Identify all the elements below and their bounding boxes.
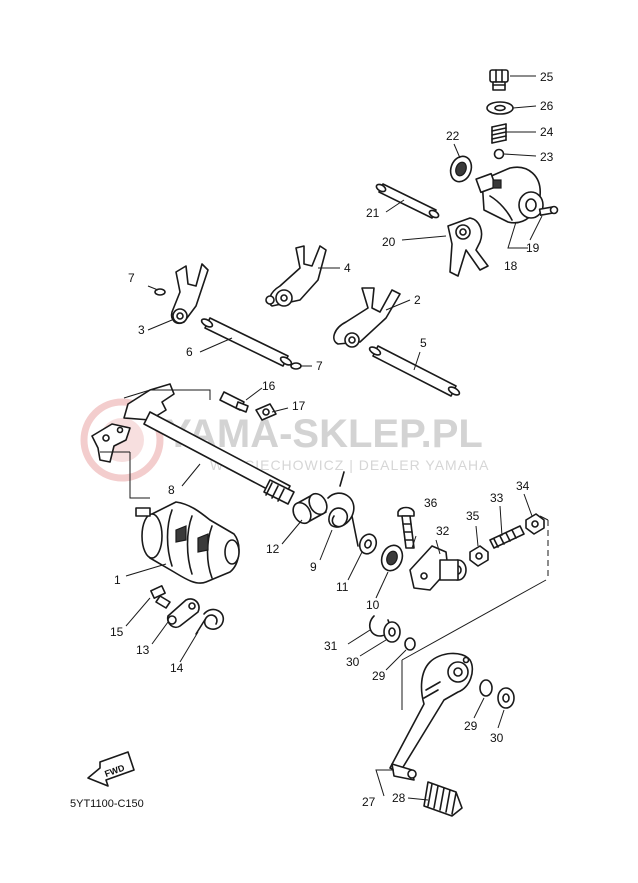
- callout-32: 32: [436, 524, 450, 538]
- callout-34: 34: [516, 479, 530, 493]
- part-8-shift-shaft[interactable]: [91, 383, 295, 505]
- callout-23: 23: [540, 150, 554, 164]
- callout-18: 18: [504, 259, 518, 273]
- callout-5: 5: [420, 336, 427, 350]
- callout-labels: 25 26 24 23 22 21 20 19 18 4 2 7 3 6 7 5…: [110, 70, 554, 809]
- part-7-circlip-right[interactable]: [290, 362, 302, 370]
- part-32-shift-rod-joint[interactable]: [409, 545, 467, 591]
- part-3-shift-fork[interactable]: [170, 263, 209, 325]
- part-17-lock-washer[interactable]: [255, 403, 277, 421]
- part-13-stopper-lever[interactable]: [166, 598, 200, 629]
- callout-7-left: 7: [128, 271, 135, 285]
- callout-33: 33: [490, 491, 504, 505]
- part-34-nut[interactable]: [525, 513, 545, 535]
- callout-29-lower: 29: [464, 719, 478, 733]
- callout-17: 17: [292, 399, 306, 413]
- part-29-o-ring-lower[interactable]: [479, 679, 493, 697]
- callout-12: 12: [266, 542, 280, 556]
- callout-6: 6: [186, 345, 193, 359]
- callout-16: 16: [262, 379, 276, 393]
- callout-14: 14: [170, 661, 184, 675]
- part-27-shift-pedal[interactable]: [389, 652, 474, 781]
- part-14-torsion-spring[interactable]: [195, 608, 225, 635]
- callout-19: 19: [526, 241, 540, 255]
- part-35-nut[interactable]: [469, 545, 489, 567]
- callout-4: 4: [344, 261, 351, 275]
- part-15-screw[interactable]: [150, 585, 171, 609]
- watermark-logo-ring: [80, 398, 164, 482]
- callout-21: 21: [366, 206, 380, 220]
- callout-9: 9: [310, 560, 317, 574]
- part-30-washer-upper[interactable]: [383, 621, 401, 643]
- watermark-subtitle: WOJCIECHOWICZ | DEALER YAMAHA: [210, 457, 489, 473]
- callout-7-right: 7: [316, 359, 323, 373]
- callout-35: 35: [466, 509, 480, 523]
- part-20-shift-fork[interactable]: [447, 217, 489, 277]
- part-19-pin[interactable]: [538, 205, 559, 216]
- part-23-ball[interactable]: [493, 148, 505, 160]
- part-21-guide-bar[interactable]: [375, 183, 440, 219]
- callout-13: 13: [136, 643, 150, 657]
- callout-1: 1: [114, 573, 121, 587]
- fwd-arrow-icon: [87, 751, 135, 787]
- part-11-washer[interactable]: [357, 532, 379, 556]
- part-7-circlip-left[interactable]: [154, 288, 166, 296]
- callout-31: 31: [324, 639, 338, 653]
- part-33-shift-rod[interactable]: [489, 525, 525, 549]
- callout-25: 25: [540, 70, 554, 84]
- callout-29-upper: 29: [372, 669, 386, 683]
- part-24-spring[interactable]: [491, 123, 507, 144]
- part-2-shift-fork[interactable]: [333, 287, 401, 348]
- callout-22: 22: [446, 129, 460, 143]
- callout-30-upper: 30: [346, 655, 360, 669]
- part-12-collar[interactable]: [290, 490, 331, 526]
- callout-11: 11: [336, 580, 349, 594]
- part-25-bolt[interactable]: [489, 69, 509, 91]
- part-4-shift-fork[interactable]: [265, 245, 327, 307]
- part-26-washer[interactable]: [486, 101, 514, 115]
- part-36-bolt[interactable]: [397, 506, 415, 549]
- part-29-o-ring-upper[interactable]: [404, 637, 416, 651]
- part-28-pedal-rubber[interactable]: [423, 781, 463, 817]
- callout-36: 36: [424, 496, 438, 510]
- part-1-shift-drum[interactable]: [135, 501, 240, 584]
- forward-direction-arrow: FWD: [87, 751, 135, 787]
- callout-26: 26: [540, 99, 554, 113]
- callout-20: 20: [382, 235, 396, 249]
- callout-27: 27: [362, 795, 376, 809]
- assembly-lines: [100, 389, 549, 710]
- callout-28: 28: [392, 791, 406, 805]
- part-10-oil-seal[interactable]: [378, 542, 406, 573]
- part-18-shift-drum-segment[interactable]: [475, 166, 544, 224]
- leader-lines: [125, 75, 543, 801]
- callout-15: 15: [110, 625, 124, 639]
- part-16-bolt[interactable]: [219, 391, 249, 413]
- part-5-guide-bar[interactable]: [368, 345, 461, 397]
- part-6-guide-bar[interactable]: [200, 317, 293, 367]
- callout-24: 24: [540, 125, 554, 139]
- callout-2: 2: [414, 293, 421, 307]
- callout-10: 10: [366, 598, 380, 612]
- callout-8: 8: [168, 483, 175, 497]
- part-9-return-spring[interactable]: [327, 471, 359, 547]
- callout-3: 3: [138, 323, 145, 337]
- part-30-washer-lower[interactable]: [497, 687, 515, 709]
- callout-30-lower: 30: [490, 731, 504, 745]
- part-22-oil-seal[interactable]: [447, 153, 475, 184]
- diagram-code: 5YT1100-C150: [70, 798, 144, 810]
